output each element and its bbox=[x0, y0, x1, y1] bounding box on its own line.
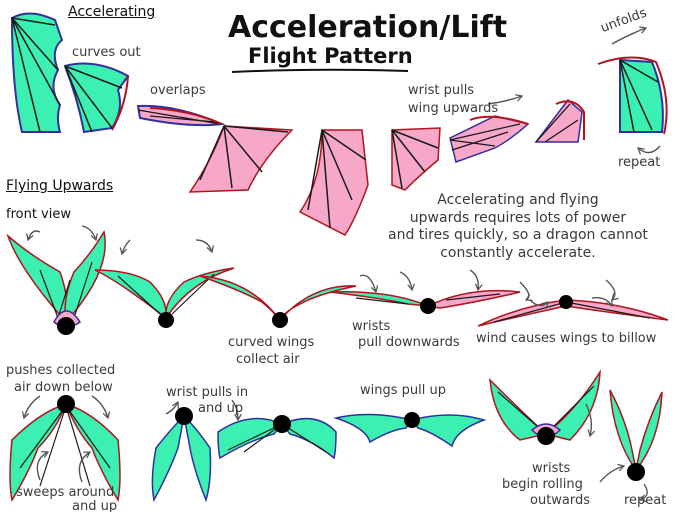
label-sweeps-2: and up bbox=[72, 499, 118, 512]
label-rolling-3: outwards bbox=[530, 493, 591, 508]
label-repeat-bottom: repeat bbox=[624, 493, 667, 508]
label-wrists-pull-1: wrists bbox=[352, 319, 391, 334]
front-pose-5 bbox=[477, 295, 669, 327]
row1-arrows bbox=[487, 26, 661, 155]
front-pose-6 bbox=[9, 395, 121, 503]
label-pushes-1: pushes collected bbox=[6, 363, 116, 378]
section-front-view: front view bbox=[6, 207, 71, 222]
note-line-1: Accelerating and flying bbox=[437, 192, 599, 208]
label-pushes-2: air down below bbox=[14, 380, 113, 395]
front-pose-7 bbox=[151, 407, 212, 503]
accel-wing-5 bbox=[298, 129, 369, 236]
front-pose-8 bbox=[217, 415, 337, 460]
label-rolling-2: begin rolling bbox=[502, 477, 583, 492]
label-curves-out: curves out bbox=[72, 45, 141, 60]
label-wings-pull-up: wings pull up bbox=[360, 383, 446, 398]
front-pose-9 bbox=[333, 412, 487, 448]
front-pose-11 bbox=[609, 389, 663, 481]
title-line-2: Flight Pattern bbox=[248, 44, 413, 68]
accel-wing-7 bbox=[449, 115, 530, 163]
front-pose-4 bbox=[329, 289, 521, 314]
accel-wing-2 bbox=[63, 62, 130, 134]
row3-arrows bbox=[21, 395, 648, 502]
label-wrists-pull-2: pull downwards bbox=[358, 335, 460, 350]
label-wrist-in-2: and up bbox=[198, 401, 244, 416]
label-overlaps: overlaps bbox=[150, 83, 206, 98]
note-block: Accelerating and flying upwards requires… bbox=[388, 192, 648, 262]
row2-arrows bbox=[26, 225, 619, 309]
title-underline bbox=[231, 68, 409, 73]
label-rolling-1: wrists bbox=[532, 461, 571, 476]
section-flying-upwards: Flying Upwards bbox=[6, 178, 114, 194]
section-accelerating: Accelerating bbox=[68, 4, 156, 20]
note-line-3: and tires quickly, so a dragon cannot bbox=[388, 227, 648, 243]
front-pose-3 bbox=[199, 275, 357, 328]
accel-wing-4 bbox=[188, 125, 294, 193]
accel-wing-1 bbox=[10, 12, 64, 133]
label-repeat-top: repeat bbox=[618, 155, 661, 170]
accel-wing-8 bbox=[534, 98, 585, 143]
title-line-1: Acceleration/Lift bbox=[228, 10, 508, 45]
accel-wing-6 bbox=[391, 127, 441, 191]
label-billow: wind causes wings to billow bbox=[476, 331, 657, 346]
label-wrist-in-1: wrist pulls in bbox=[166, 385, 249, 400]
note-line-2: upwards requires lots of power bbox=[409, 209, 627, 226]
label-sweeps-1: sweeps around bbox=[16, 485, 115, 500]
label-wrist-pulls-2: wing upwards bbox=[408, 101, 499, 116]
accel-wing-9 bbox=[597, 56, 668, 135]
accel-wing-3 bbox=[136, 104, 226, 127]
front-pose-2 bbox=[94, 267, 235, 328]
note-line-4: constantly accelerate. bbox=[440, 244, 596, 261]
label-curved-wings-1: curved wings bbox=[228, 335, 315, 350]
front-pose-10 bbox=[489, 369, 601, 445]
front-pose-1 bbox=[6, 229, 106, 335]
label-curved-wings-2: collect air bbox=[236, 352, 300, 367]
label-wrist-pulls-1: wrist pulls bbox=[408, 83, 475, 98]
